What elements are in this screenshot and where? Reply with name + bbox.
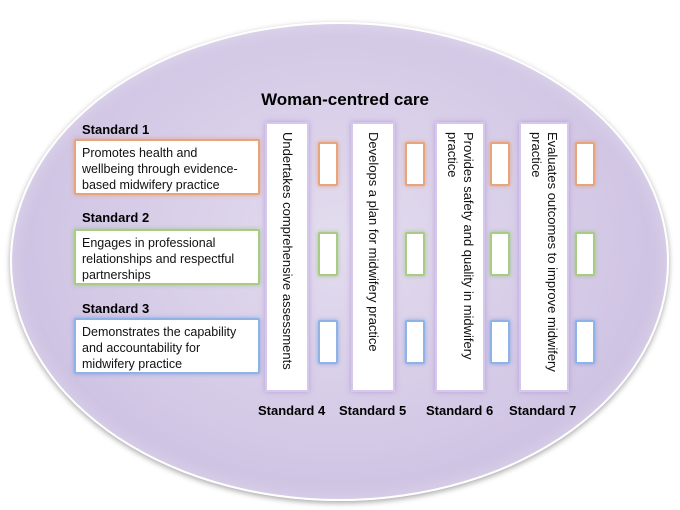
connector-square — [490, 142, 510, 186]
standard-4-text: Undertakes comprehensive assessments — [280, 132, 295, 370]
standard-1-box: Promotes health and wellbeing through ev… — [74, 139, 260, 195]
standard-1-label: Standard 1 — [82, 122, 150, 137]
connector-square — [490, 320, 510, 364]
standard-5-label: Standard 5 — [339, 403, 407, 418]
standard-5-text: Develops a plan for midwifery practice — [366, 132, 381, 352]
standard-4-column: Undertakes comprehensive assessments — [265, 122, 309, 392]
standard-2-label: Standard 2 — [82, 210, 150, 225]
standard-6-column: Provides safety and quality in midwifery… — [435, 122, 485, 392]
connector-square — [575, 320, 595, 364]
standard-5-column: Develops a plan for midwifery practice — [351, 122, 395, 392]
diagram-title: Woman-centred care — [261, 90, 429, 109]
standard-7-text: Evaluates outcomes to improve midwifery … — [529, 132, 560, 372]
connector-square — [405, 142, 425, 186]
connector-square — [575, 142, 595, 186]
connector-square — [405, 232, 425, 276]
connector-square — [405, 320, 425, 364]
connector-square — [575, 232, 595, 276]
standard-3-label: Standard 3 — [82, 301, 150, 316]
standard-7-label: Standard 7 — [509, 403, 577, 418]
connector-square — [318, 232, 338, 276]
connector-square — [318, 142, 338, 186]
standard-4-label: Standard 4 — [258, 403, 326, 418]
connector-square — [318, 320, 338, 364]
standard-2-box: Engages in professional relationships an… — [74, 229, 260, 285]
standard-6-text: Provides safety and quality in midwifery… — [445, 132, 476, 360]
standard-3-box: Demonstrates the capability and accounta… — [74, 318, 260, 374]
standard-7-column: Evaluates outcomes to improve midwifery … — [519, 122, 569, 392]
connector-square — [490, 232, 510, 276]
standard-6-label: Standard 6 — [426, 403, 494, 418]
